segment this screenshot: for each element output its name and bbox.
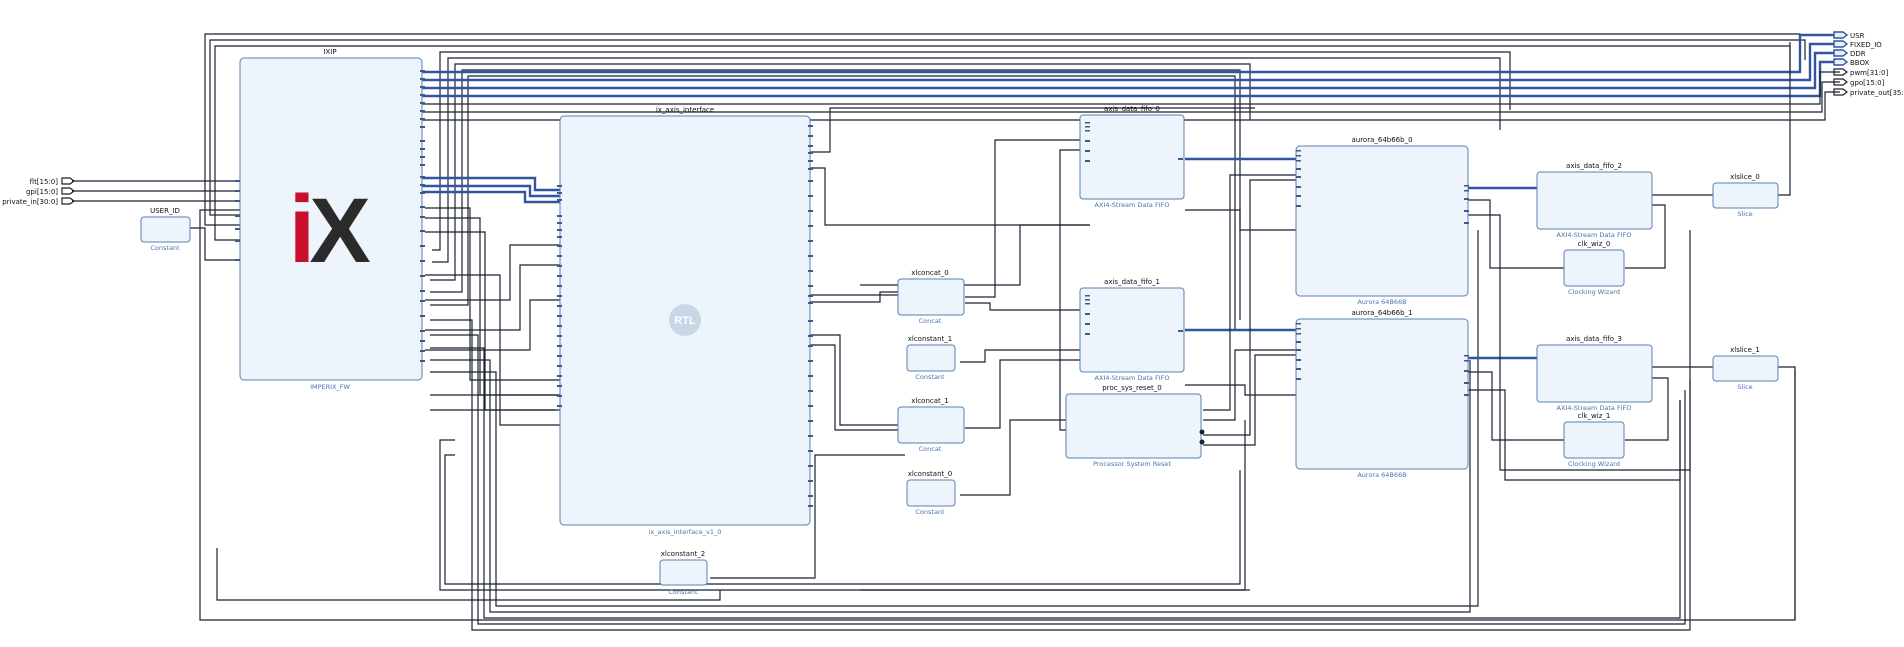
block-subtitle: Slice [1737, 383, 1752, 391]
block-title: aurora_64b66b_1 [1351, 309, 1412, 317]
block-axis-data-fifo-3[interactable]: axis_data_fifo_3 AXI4-Stream Data FIFO [1536, 335, 1653, 412]
block-title: USER_ID [150, 207, 180, 215]
block-xlslice-0[interactable]: xlslice_0 Slice [1712, 173, 1779, 218]
block-title: axis_data_fifo_0 [1104, 105, 1160, 113]
output-port-fixed-io[interactable]: FIXED_IO [1833, 40, 1882, 49]
block-xlslice-1[interactable]: xlslice_1 Slice [1712, 346, 1779, 391]
input-port-flt[interactable]: flt[15:0] [30, 177, 75, 186]
block-subtitle: Clocking Wizard [1568, 288, 1620, 296]
block-title: axis_data_fifo_2 [1566, 162, 1622, 170]
block-title: axis_data_fifo_3 [1566, 335, 1622, 343]
block-xlconcat-1[interactable]: xlconcat_1 Concat [897, 397, 965, 453]
block-title: xlconstant_1 [908, 335, 952, 343]
input-ports: flt[15:0] gpi[15:0] private_in[30:0] [2, 177, 75, 206]
input-port-gpi[interactable]: gpi[15:0] [26, 187, 75, 196]
block-aurora-64b66b-0[interactable]: aurora_64b66b_0 Aurora 64B66B [1295, 136, 1469, 306]
svg-text:private_in[30:0]: private_in[30:0] [2, 198, 58, 206]
block-axis-data-fifo-0[interactable]: axis_data_fifo_0 AXI4-Stream Data FIFO [1079, 105, 1185, 209]
svg-text:FIXED_IO: FIXED_IO [1850, 41, 1882, 49]
block-aurora-64b66b-1[interactable]: aurora_64b66b_1 Aurora 64B66B [1295, 309, 1469, 479]
block-ixip[interactable]: IXIP i X IMPERIX_FW [235, 48, 425, 391]
output-ports: USR FIXED_IO DDR BBOX pwm[31:0] gpo[15:0… [1833, 31, 1904, 97]
block-title: proc_sys_reset_0 [1102, 384, 1161, 392]
block-proc-sys-reset-0[interactable]: proc_sys_reset_0 Processor System Reset [1065, 384, 1205, 468]
block-subtitle: Slice [1737, 210, 1752, 218]
block-title: xlconcat_1 [911, 397, 949, 405]
aurora-0-pins [1296, 150, 1469, 224]
block-title: xlconstant_2 [661, 550, 705, 558]
svg-text:USR: USR [1850, 32, 1865, 40]
block-subtitle: AXI4-Stream Data FIFO [1095, 201, 1170, 209]
block-xlconcat-0[interactable]: xlconcat_0 Concat [897, 269, 965, 325]
output-port-gpo[interactable]: gpo[15:0] [1833, 78, 1885, 87]
fifo-0-pins [1085, 122, 1183, 162]
block-subtitle: AXI4-Stream Data FIFO [1557, 231, 1632, 239]
block-subtitle: Aurora 64B66B [1357, 471, 1406, 479]
block-axis-data-fifo-1[interactable]: axis_data_fifo_1 AXI4-Stream Data FIFO [1079, 278, 1185, 382]
output-port-ddr[interactable]: DDR [1833, 49, 1866, 58]
block-subtitle: Constant [150, 244, 180, 252]
ixip-right-pins [420, 70, 425, 362]
block-subtitle: AXI4-Stream Data FIFO [1557, 404, 1632, 412]
block-title: xlconstant_0 [908, 470, 952, 478]
block-title: xlconcat_0 [911, 269, 949, 277]
block-title: xlslice_1 [1730, 346, 1760, 354]
block-xlconstant-2[interactable]: xlconstant_2 Constant [659, 550, 708, 596]
block-subtitle: IMPERIX_FW [310, 383, 350, 391]
aurora-1-pins [1296, 323, 1469, 396]
ix-logo-x: X [309, 180, 370, 282]
output-port-pwm[interactable]: pwm[31:0] [1833, 68, 1888, 77]
block-title: clk_wiz_1 [1578, 412, 1611, 420]
output-port-usr[interactable]: USR [1833, 31, 1865, 40]
block-ix-axis-interface[interactable]: ix_axis_interface RTL ix_axis_interface_… [557, 106, 813, 536]
ixip-left-pins [235, 180, 240, 261]
block-subtitle: AXI4-Stream Data FIFO [1095, 374, 1170, 382]
block-subtitle: Constant [668, 588, 698, 596]
block-subtitle: Constant [915, 373, 945, 381]
output-port-bbox[interactable]: BBOX [1833, 58, 1870, 67]
svg-text:private_out[35:0]: private_out[35:0] [1850, 89, 1904, 97]
block-title: aurora_64b66b_0 [1351, 136, 1412, 144]
block-clk-wiz-1[interactable]: clk_wiz_1 Clocking Wizard [1563, 412, 1625, 468]
rtl-icon [669, 304, 701, 336]
block-subtitle: ix_axis_interface_v1_0 [649, 528, 722, 536]
svg-text:BBOX: BBOX [1850, 59, 1870, 67]
block-xlconstant-0[interactable]: xlconstant_0 Constant [906, 470, 956, 516]
rtl-badge: RTL [674, 315, 696, 327]
block-title: IXIP [323, 48, 336, 56]
ix-axis-right-pins [808, 125, 813, 507]
svg-text:DDR: DDR [1850, 50, 1866, 58]
block-clk-wiz-0[interactable]: clk_wiz_0 Clocking Wizard [1563, 240, 1625, 296]
net-wires [72, 33, 1840, 631]
svg-text:gpo[15:0]: gpo[15:0] [1850, 79, 1885, 87]
svg-text:gpi[15:0]: gpi[15:0] [26, 188, 58, 196]
block-title: xlslice_0 [1730, 173, 1760, 181]
block-subtitle: Aurora 64B66B [1357, 298, 1406, 306]
block-subtitle: Processor System Reset [1093, 460, 1171, 468]
svg-text:flt[15:0]: flt[15:0] [30, 178, 59, 186]
block-title: ix_axis_interface [656, 106, 714, 114]
block-subtitle: Concat [919, 445, 942, 453]
block-title: axis_data_fifo_1 [1104, 278, 1160, 286]
block-user-id[interactable]: USER_ID Constant [140, 207, 191, 252]
output-port-private-out[interactable]: private_out[35:0] [1833, 88, 1904, 97]
block-title: clk_wiz_0 [1578, 240, 1611, 248]
block-subtitle: Clocking Wizard [1568, 460, 1620, 468]
input-port-private-in[interactable]: private_in[30:0] [2, 197, 75, 206]
fifo-1-pins [1085, 295, 1183, 335]
ix-axis-left-pins [557, 185, 562, 407]
svg-text:pwm[31:0]: pwm[31:0] [1850, 69, 1888, 77]
block-axis-data-fifo-2[interactable]: axis_data_fifo_2 AXI4-Stream Data FIFO [1536, 162, 1653, 239]
ix-logo-i: i [289, 176, 316, 283]
block-xlconstant-1[interactable]: xlconstant_1 Constant [906, 335, 956, 381]
block-subtitle: Concat [919, 317, 942, 325]
block-subtitle: Constant [915, 508, 945, 516]
reset-output-dots [1199, 429, 1205, 445]
